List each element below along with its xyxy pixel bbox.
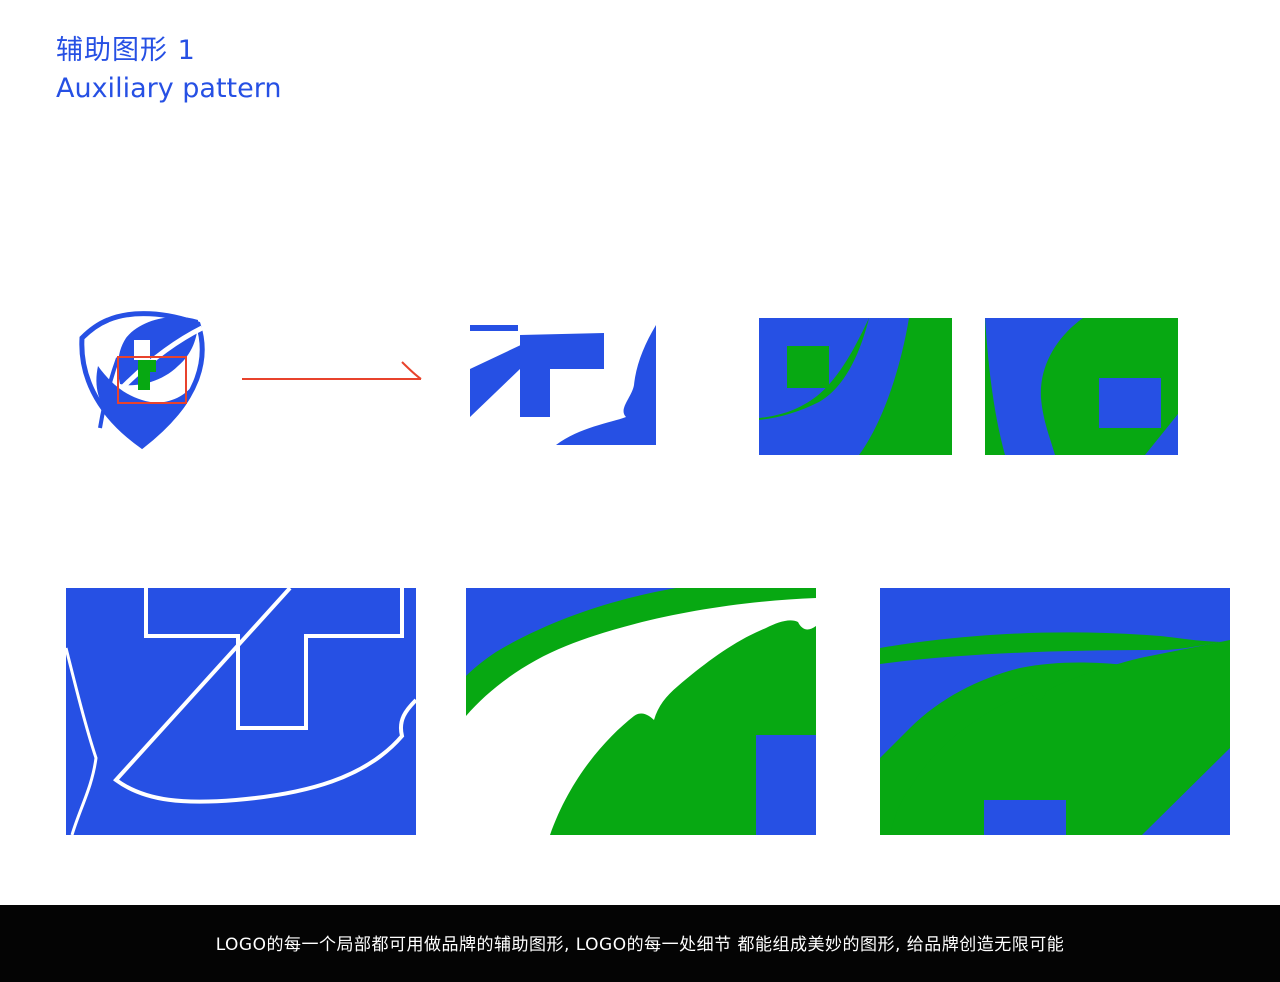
right-arrow-icon <box>242 361 422 380</box>
page-title-chinese: 辅助图形 1 <box>56 35 196 66</box>
pattern-large-panel-band <box>466 588 816 835</box>
pattern-blue-fragment <box>470 325 656 445</box>
footer-caption: LOGO的每一个局部都可用做品牌的辅助图形, LOGO的每一处细节 都能组成美妙… <box>215 935 1065 955</box>
pattern-large-panel-green <box>880 588 1230 835</box>
pattern-small-panel-1 <box>759 318 952 455</box>
footer-bar: LOGO的每一个局部都可用做品牌的辅助图形, LOGO的每一处细节 都能组成美妙… <box>0 905 1280 982</box>
pattern-large-panel-outline <box>66 588 416 835</box>
shield-logo-icon <box>79 311 205 450</box>
pattern-small-panel-2 <box>985 318 1178 455</box>
page-title-english: Auxiliary pattern <box>56 73 282 104</box>
